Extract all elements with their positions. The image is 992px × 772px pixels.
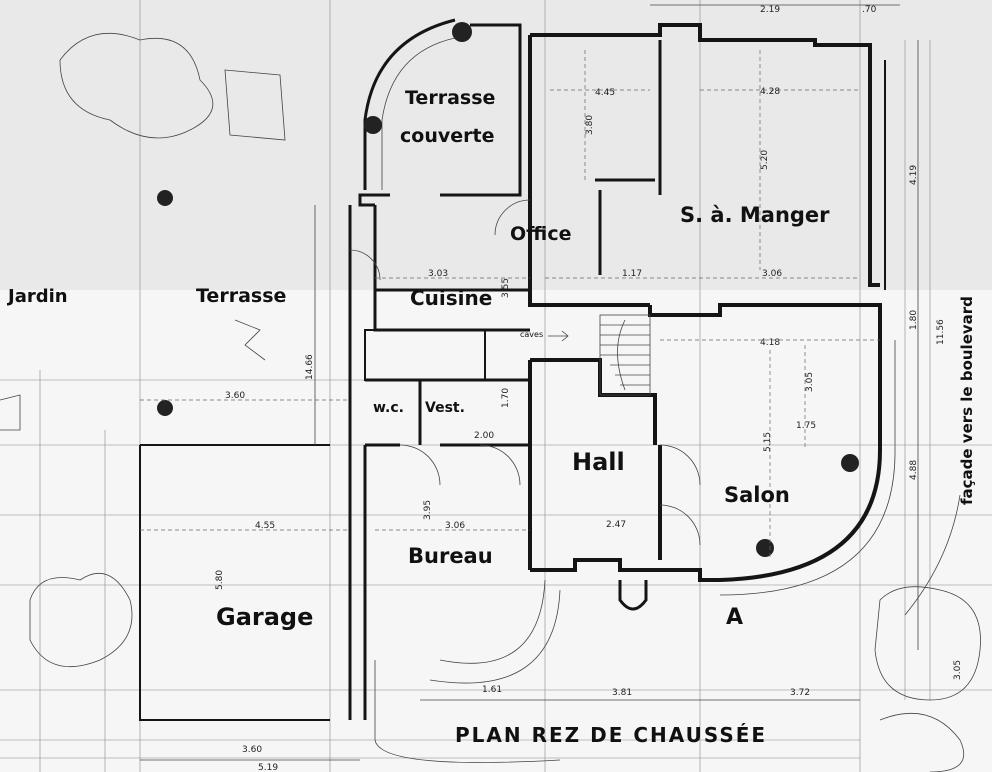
dim-label: 3.06 (762, 269, 782, 279)
wall-salon-curve-outer (719, 340, 896, 596)
round-pillar-icon (157, 400, 173, 416)
dim-label: 5.19 (258, 763, 278, 772)
dim-label: 3.03 (428, 269, 448, 279)
door-swing (659, 504, 701, 546)
dimension-lines (140, 4, 919, 761)
dim-label: 3.72 (790, 688, 810, 698)
dimension-labels: 2.19 .70 4.45 4.28 3.80 5.20 4.19 11.56 … (215, 5, 963, 772)
tree-sketch-icon (59, 33, 214, 139)
dim-label: 3.06 (445, 521, 465, 531)
dim-label: 11.56 (936, 319, 946, 345)
dim-label: 1.75 (796, 421, 816, 431)
door-swing (494, 199, 531, 236)
dim-label: 3.95 (423, 500, 433, 520)
dim-label: 1.70 (501, 388, 511, 408)
garden-sketches (0, 33, 981, 772)
door-swing (399, 444, 441, 486)
round-pillar-icon (756, 539, 774, 557)
terrasse-curve-inner (381, 37, 456, 190)
wall-top (530, 23, 860, 47)
stair-arrow (617, 319, 626, 391)
wall-salon-curve (719, 340, 882, 582)
room-label-terrasse-couverte-2: couverte (400, 125, 494, 147)
front-curve-outer (429, 589, 561, 684)
dim-label: 14.66 (305, 354, 315, 380)
stair-flight-icon (599, 314, 651, 396)
facade-line (904, 494, 961, 616)
wall-garage (139, 445, 330, 721)
room-label-cuisine: Cuisine (410, 286, 492, 310)
dim-label: 1.80 (909, 310, 919, 330)
dim-label: 4.18 (760, 338, 780, 348)
dim-label: 3.05 (805, 372, 815, 392)
dim-label: 5.15 (763, 432, 773, 452)
door-swing (349, 249, 381, 281)
dim-label: 2.47 (606, 520, 626, 530)
section-mark: A (726, 605, 743, 630)
dim-label: 4.28 (760, 87, 780, 97)
caves-annotation: caves (520, 330, 543, 339)
room-label-hall: Hall (572, 448, 625, 476)
room-label-terrasse: Terrasse (196, 285, 286, 307)
dim-label: 2.19 (760, 5, 780, 15)
room-label-vestiaire: Vest. (425, 400, 465, 416)
paper-lower (0, 290, 992, 772)
dim-label: 2.00 (474, 431, 494, 441)
door-swing (479, 444, 521, 486)
dim-label: 4.19 (909, 165, 919, 185)
room-label-wc: w.c. (373, 400, 404, 416)
room-label-salon: Salon (724, 483, 790, 507)
dim-label: 5.80 (215, 570, 225, 590)
round-pillar-icon (841, 454, 859, 472)
wall-office-west (528, 35, 650, 307)
wall-east-dining (860, 43, 880, 287)
door-swing (659, 444, 701, 486)
wall-terrasse-couverte-sw (358, 193, 390, 207)
cross-mark-icon (234, 319, 266, 361)
dim-label: 1.61 (482, 685, 502, 695)
room-label-office: Office (510, 223, 572, 245)
pillars (157, 22, 859, 557)
round-pillar-icon (157, 190, 173, 206)
dim-label: .70 (862, 5, 877, 15)
terrasse-curve (363, 18, 456, 190)
entrance-steps (618, 580, 648, 611)
dim-label: 3.55 (501, 278, 511, 298)
wall-dining-salon (648, 303, 882, 340)
wall-terrasse-couverte (440, 23, 522, 197)
step-sketch (0, 394, 21, 431)
dim-label: 4.45 (595, 88, 615, 98)
paper-band (0, 0, 992, 290)
room-label-jardin: Jardin (6, 286, 68, 307)
tree-sketch-icon (874, 586, 981, 701)
dim-label: 3.05 (953, 660, 963, 680)
door-swings (349, 199, 701, 546)
caves-arrow-icon (548, 330, 569, 342)
dim-label: 3.60 (242, 745, 262, 755)
dim-label: 3.81 (612, 688, 632, 698)
room-label-terrasse-couverte-1: Terrasse (405, 87, 495, 109)
round-pillar-icon (364, 116, 382, 134)
stone-sketch (224, 69, 286, 141)
dim-label: 5.20 (760, 150, 770, 170)
front-curve-garden (374, 660, 561, 763)
dim-label: 3.60 (225, 391, 245, 401)
tree-sketch-icon (879, 713, 965, 772)
dim-label: 4.88 (909, 460, 919, 480)
tree-sketch-icon (29, 572, 133, 667)
wall-hall-south (530, 558, 720, 582)
facade-note: façade vers le boulevard (958, 296, 976, 505)
room-label-salle-a-manger: S. à. Manger (680, 203, 830, 227)
plan-title: PLAN REZ DE CHAUSSÉE (455, 723, 767, 747)
dim-label: 1.17 (622, 269, 642, 279)
dim-label: 4.55 (255, 521, 275, 531)
dim-label: 3.80 (585, 115, 595, 135)
front-curve (439, 579, 546, 664)
room-label-garage: Garage (216, 603, 313, 631)
room-label-bureau: Bureau (408, 544, 493, 568)
round-pillar-icon (452, 22, 472, 42)
room-labels: Terrasse couverte Office S. à. Manger Ja… (6, 87, 830, 631)
